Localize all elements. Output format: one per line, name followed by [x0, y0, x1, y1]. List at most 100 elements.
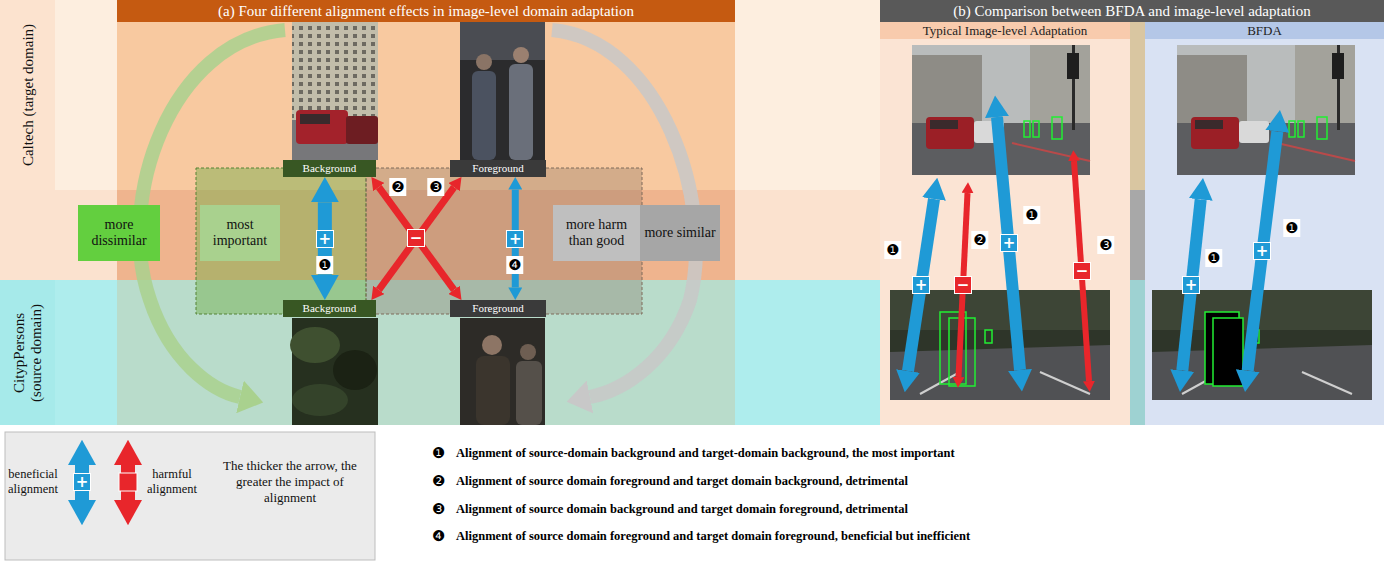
- legend-box: [5, 432, 375, 560]
- photo: [300, 114, 330, 124]
- photo: [346, 116, 378, 144]
- legend-text: harmful alignment: [141, 467, 203, 497]
- alignment-arrow: [908, 117, 1277, 381]
- legend-box: [5, 432, 375, 560]
- region-frame: [366, 168, 642, 314]
- photo: [520, 344, 536, 360]
- plus-sign: +: [1000, 234, 1018, 252]
- photo: [1177, 45, 1355, 175]
- bounding-box: [985, 330, 992, 343]
- region-tag: Background: [283, 160, 376, 177]
- minus-sign: −: [954, 276, 972, 294]
- domain-band: CitypPersons (source domain): [0, 280, 55, 425]
- photo: [460, 20, 545, 60]
- list-item: Alignment of source domain background an…: [456, 501, 908, 517]
- background-band: [1130, 280, 1145, 425]
- callout-number: ❷: [389, 178, 406, 196]
- photo: [513, 47, 529, 63]
- node-label: Foreground: [472, 161, 523, 176]
- node-label: Background: [303, 301, 357, 316]
- node-label: more harm than good: [557, 217, 636, 249]
- photo: [482, 335, 502, 355]
- plus-sign: +: [1253, 242, 1271, 260]
- list-item: Alignment of source domain foreground an…: [456, 473, 908, 489]
- node-label: more similar: [644, 225, 715, 241]
- callout-number: ❶: [1023, 206, 1040, 224]
- curved-arrow: [140, 30, 696, 397]
- subpanel-title: Typical Image-level Adaptation: [880, 22, 1130, 39]
- plus-sign: +: [1182, 276, 1200, 294]
- region-frame: [196, 168, 642, 314]
- alignment-arrow: [379, 187, 454, 290]
- bounding-box: [1213, 318, 1243, 386]
- panel-title: (b) Comparison between BFDA and image-le…: [880, 0, 1384, 22]
- photo: [472, 71, 496, 160]
- note-box: more harm than good: [553, 205, 640, 261]
- node-label: CitypPersons (source domain): [11, 290, 45, 415]
- panel-title: (a) Four different alignment effects in …: [117, 0, 735, 22]
- background-band: [0, 0, 880, 190]
- photo: [460, 318, 545, 425]
- callout-number: ❸: [430, 500, 447, 518]
- callout-number: ❸: [1097, 236, 1114, 254]
- list-item: Alignment of source domain foreground an…: [456, 528, 970, 544]
- node-label: Foreground: [472, 301, 523, 316]
- region-tag: Foreground: [450, 160, 546, 177]
- callout-number: ❶: [430, 444, 447, 462]
- minus-sign: −: [407, 229, 425, 247]
- callout-number: ❶: [884, 241, 901, 259]
- node-label: more dissimilar: [82, 217, 156, 249]
- background-band: [117, 22, 735, 190]
- photo: [476, 54, 492, 70]
- bounding-box: [940, 312, 1259, 386]
- panel-header: (a) Four different alignment effects in …: [117, 0, 735, 425]
- subpanel: Typical Image-level Adaptation: [880, 22, 1130, 425]
- panel-header: (b) Comparison between BFDA and image-le…: [880, 0, 1384, 425]
- background-band: [1130, 190, 1145, 280]
- photo: [290, 327, 340, 363]
- callout-number: ❹: [430, 527, 447, 545]
- list-item: Alignment of source-domain background an…: [456, 445, 955, 461]
- plus-sign: +: [912, 276, 930, 294]
- photo: [292, 384, 348, 416]
- background-band: [1145, 22, 1384, 425]
- photo: [292, 20, 378, 120]
- callout-number: ❶: [1283, 219, 1300, 237]
- photo: [290, 20, 1372, 425]
- photo: [509, 64, 533, 160]
- photo: [476, 356, 510, 425]
- plus-sign: +: [73, 473, 91, 491]
- edge-label: +: [506, 230, 524, 248]
- curved-arrow: [140, 30, 285, 397]
- subpanel: BFDA: [1145, 22, 1384, 425]
- callout-number: ❸: [427, 178, 444, 196]
- background-band: [1130, 22, 1145, 190]
- minus-sign: −: [1073, 262, 1091, 280]
- alignment-arrow: [1182, 200, 1200, 371]
- alignment-arrow: [1248, 131, 1278, 370]
- callout-number: ❶: [1205, 249, 1222, 267]
- alignment-arrow: [997, 117, 1020, 370]
- callout-number: ❷: [430, 472, 447, 490]
- node-label: Background: [303, 161, 357, 176]
- node-label: most important: [204, 217, 276, 249]
- callout-number: ❷: [971, 231, 988, 249]
- note-box: most important: [200, 205, 280, 261]
- region-frame: [196, 168, 366, 314]
- background-band: [0, 0, 1384, 425]
- alignment-arrow: [379, 187, 454, 290]
- note-box: more similar: [640, 205, 720, 261]
- callout-number: ❹: [506, 256, 523, 274]
- callout-number: ❶: [316, 256, 333, 274]
- node-label: Caltech (target domain): [19, 3, 36, 188]
- legend-text: beneficial alignment: [5, 467, 61, 497]
- domain-band: Caltech (target domain): [0, 0, 55, 190]
- note-box: more dissimilar: [78, 205, 160, 261]
- region-tag: Background: [283, 300, 376, 317]
- edge-label: +: [316, 230, 334, 248]
- legend-note: The thicker the arrow, the greater the i…: [215, 458, 365, 506]
- alignment-arrow: [908, 199, 934, 371]
- photo: [460, 20, 545, 160]
- photo: [516, 361, 542, 425]
